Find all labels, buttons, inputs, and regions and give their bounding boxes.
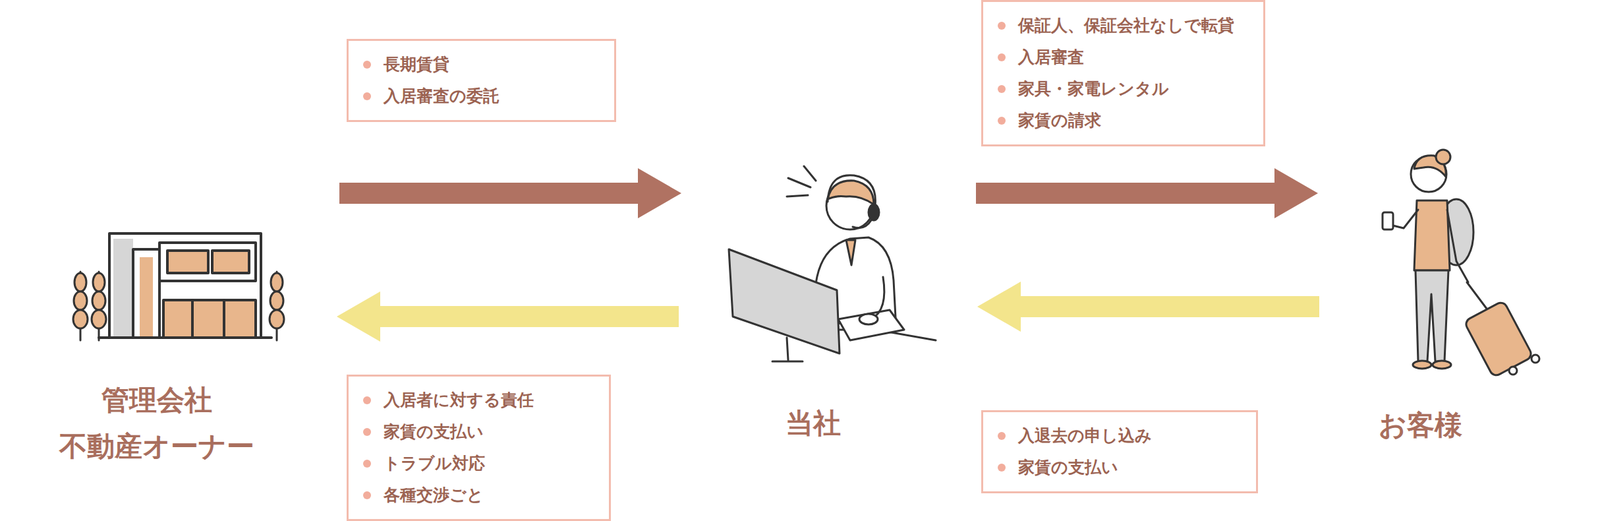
window	[167, 250, 209, 273]
bullet-item: トラブル対応	[363, 447, 592, 480]
building-column	[133, 249, 160, 338]
window-frame	[159, 242, 256, 281]
flow-arrow	[336, 291, 679, 342]
bullet-item: 入居審査の委託	[363, 80, 598, 113]
building-illustration	[73, 233, 285, 341]
traveler-legs	[1415, 270, 1449, 362]
traveler-torso	[1414, 200, 1450, 271]
tree-leaf	[270, 291, 284, 310]
bullet-box: 保証人、保証会社なしで転貸入居審査家具・家電レンタル家賃の請求	[981, 0, 1266, 147]
building-frame	[109, 233, 261, 338]
bullet-box: 入居者に対する責任家賃の支払いトラブル対応各種交渉ごと	[346, 374, 611, 521]
flow-arrow	[977, 281, 1320, 332]
tree-leaf	[73, 309, 88, 329]
tree-leaf	[73, 291, 87, 310]
actor-node: お客様	[1344, 151, 1496, 475]
suitcase-wheel	[1509, 366, 1517, 375]
wall-shade	[113, 238, 134, 337]
bullet-item: 家具・家電レンタル	[997, 73, 1247, 105]
bullet-box: 長期賃貸入居審査の委託	[346, 38, 617, 122]
operator-hand	[859, 313, 878, 325]
actor-label: お客様	[1378, 401, 1463, 449]
door-line	[191, 299, 194, 338]
door-block	[163, 299, 256, 338]
tree-leaf	[270, 272, 283, 292]
actor-node: 管理会社 不動産オーナー	[26, 151, 287, 475]
headset-mic	[852, 220, 872, 229]
traveler-illustration	[1382, 149, 1540, 377]
bullet-item: 家賃の請求	[997, 104, 1247, 137]
alert-line	[788, 177, 811, 188]
keyboard	[838, 309, 905, 341]
traveler-shoe	[1432, 360, 1452, 369]
tree-leaf	[74, 272, 87, 292]
actor-label: 当社	[785, 400, 841, 447]
operator-tie	[846, 239, 856, 265]
bullet-item: 各種交渉ごと	[363, 479, 592, 511]
flow-arrow	[339, 168, 682, 219]
tree-leaf	[92, 291, 106, 310]
headset-band	[827, 175, 876, 206]
monitor-stand	[772, 337, 803, 362]
bullet-item: 入居審査	[997, 41, 1247, 74]
traveler-shoe	[1412, 360, 1432, 369]
column-fill	[139, 257, 153, 337]
suitcase	[1463, 300, 1533, 378]
actor-label: 管理会社 不動産オーナー	[59, 376, 255, 470]
flow-arrow	[975, 168, 1318, 219]
bullet-item: 入居者に対する責任	[363, 384, 592, 416]
operator-hair	[827, 180, 874, 205]
bullet-item: 長期賃貸	[363, 48, 598, 81]
bullet-item: 入退去の申し込み	[997, 419, 1239, 452]
suitcase-wheel	[1531, 354, 1540, 363]
headset-ear	[868, 204, 880, 221]
bullet-item: 家賃の支払い	[363, 415, 592, 448]
alert-line	[786, 195, 808, 197]
tree-leaf	[91, 309, 107, 329]
hair-bun	[1435, 149, 1451, 165]
smartphone	[1382, 212, 1394, 230]
tree-leaf	[269, 309, 285, 329]
monitor	[728, 249, 840, 354]
traveler-arm	[1447, 209, 1469, 283]
window	[212, 250, 250, 273]
door-line	[222, 299, 226, 338]
operator-arm	[871, 276, 885, 319]
actor-node: 当社	[687, 151, 939, 475]
alert-line	[803, 166, 816, 181]
bullet-item: 保証人、保証会社なしで転貸	[997, 9, 1247, 42]
bullet-box: 入退去の申し込み家賃の支払い	[981, 409, 1258, 493]
bullet-item: 家賃の支払い	[997, 451, 1239, 484]
tree-leaf	[92, 272, 105, 292]
operator-illustration	[728, 166, 936, 362]
traveler-arm	[1393, 209, 1419, 229]
